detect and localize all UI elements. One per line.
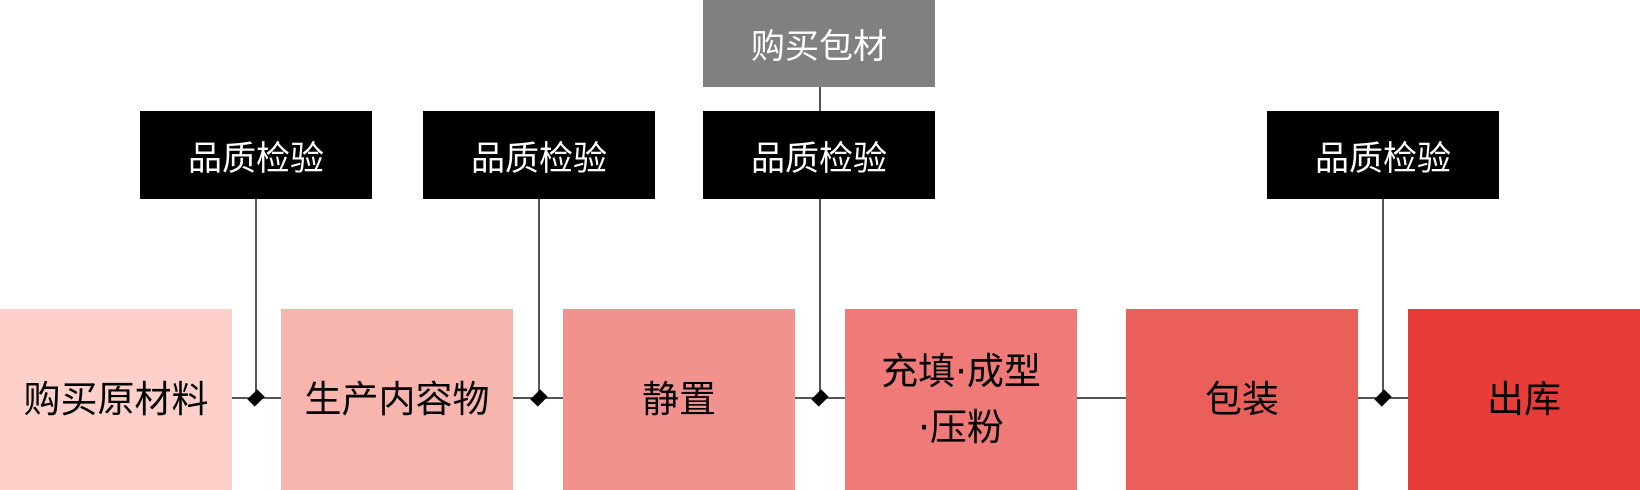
- diamond-icon: [247, 389, 265, 407]
- diamond-icon: [530, 389, 548, 407]
- diamond-icon: [811, 389, 829, 407]
- vline-qc-2: [538, 199, 540, 398]
- step-packaging: 包装: [1126, 309, 1358, 490]
- vline-qc-1: [255, 199, 257, 398]
- vline-qc-4: [1382, 199, 1384, 398]
- quality-check-box: 品质检验: [1267, 111, 1499, 199]
- step-produce-contents: 生产内容物: [281, 309, 513, 490]
- vline-qc-3: [819, 87, 821, 398]
- step-buy-raw-materials: 购买原材料: [0, 309, 232, 490]
- quality-check-box: 品质检验: [423, 111, 655, 199]
- quality-check-box: 品质检验: [703, 111, 935, 199]
- buy-packaging-box: 购买包材: [703, 0, 935, 87]
- quality-check-box: 品质检验: [140, 111, 372, 199]
- diamond-icon: [1374, 389, 1392, 407]
- step-outbound: 出库: [1408, 309, 1640, 490]
- step-fill-form-press: 充填·成型 ·压粉: [845, 309, 1077, 490]
- step-rest: 静置: [563, 309, 795, 490]
